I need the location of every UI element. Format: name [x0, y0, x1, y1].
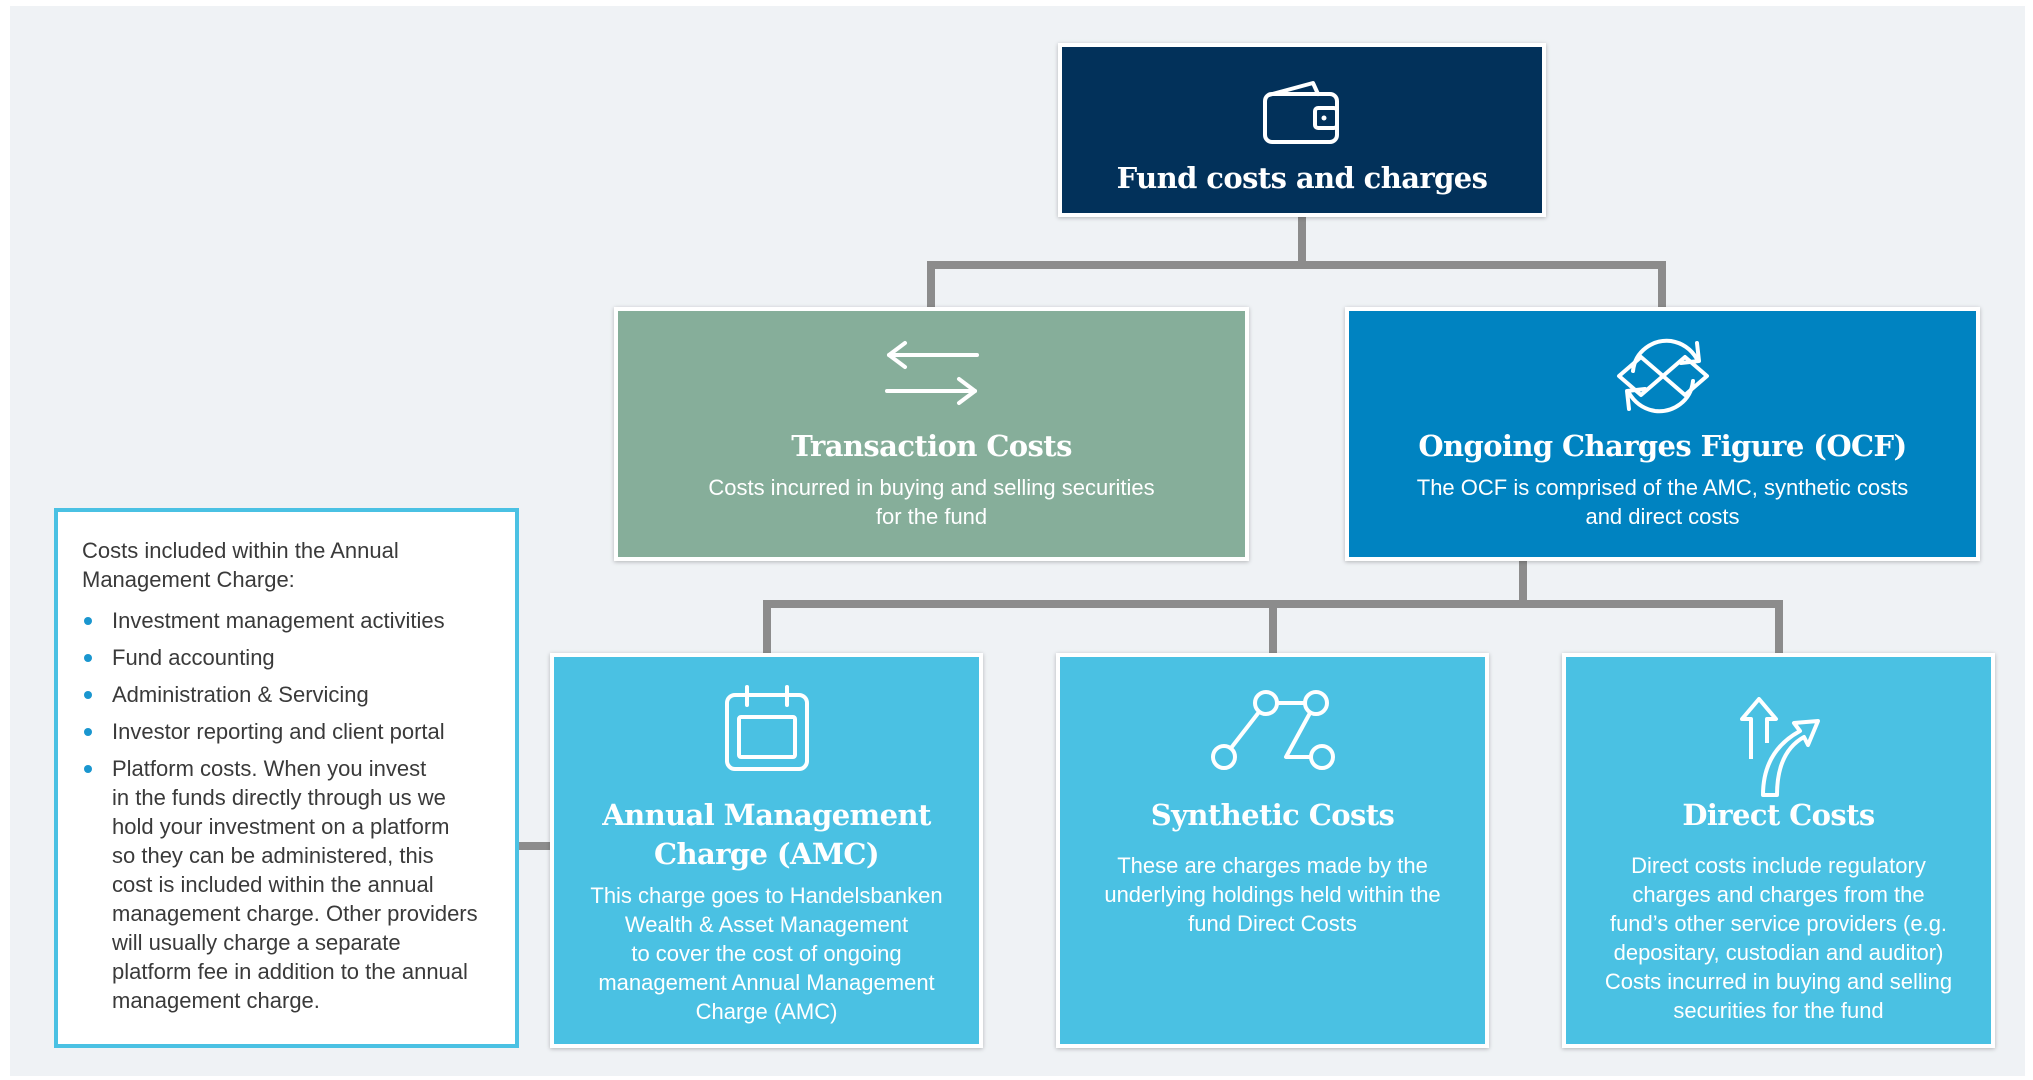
ocf-node: Ongoing Charges Figure (OCF) The OCF is … [1345, 307, 1980, 561]
list-item-line: Investor reporting and client portal [112, 719, 445, 744]
synthetic-costs-description: These are charges made by the underlying… [1080, 851, 1465, 938]
description-line: depositary, custodian and auditor) [1613, 940, 1944, 965]
list-item-line: hold your investment on a platform [112, 814, 450, 839]
description-line: for the fund [875, 504, 988, 529]
bullet-icon [84, 728, 92, 736]
amc-node: Annual Management Charge (AMC) This char… [550, 653, 983, 1048]
direct-costs-description: Direct costs include regulatory charges … [1586, 851, 1971, 1025]
route-nodes-icon [1210, 690, 1335, 770]
amc-title: Annual Management Charge (AMC) [554, 796, 979, 874]
list-item: Investment management activities [82, 606, 495, 635]
transaction-costs-description: Costs incurred in buying and selling sec… [638, 473, 1225, 531]
bullet-icon [84, 765, 92, 773]
transaction-costs-node: Transaction Costs Costs incurred in buyi… [614, 307, 1249, 561]
description-line: Direct costs include regulatory [1631, 853, 1926, 878]
description-line: management Annual Management [598, 970, 935, 995]
wallet-icon [1263, 81, 1339, 144]
description-line: and direct costs [1585, 504, 1740, 529]
description-line: to cover the cost of ongoing [631, 941, 902, 966]
amc-description: This charge goes to Handelsbanken Wealth… [574, 881, 959, 1026]
note-intro-line: Management Charge: [82, 567, 295, 592]
ocf-description: The OCF is comprised of the AMC, synthet… [1369, 473, 1956, 531]
description-line: fund’s other service providers (e.g. [1609, 911, 1948, 936]
bullet-icon [84, 691, 92, 699]
description-line: securities for the fund [1673, 998, 1884, 1023]
synthetic-costs-title: Synthetic Costs [1150, 798, 1395, 832]
description-line: charges and charges from the [1632, 882, 1925, 907]
description-line: Costs incurred in buying and selling sec… [708, 475, 1155, 500]
note-intro-line: Costs included within the Annual [82, 538, 399, 563]
fund-costs-title: Fund costs and charges [1116, 161, 1488, 195]
bullet-icon [84, 654, 92, 662]
fund-costs-node: Fund costs and charges [1058, 43, 1546, 217]
list-item-line: Administration & Servicing [112, 682, 369, 707]
note-list: Investment management activities Fund ac… [82, 606, 495, 1015]
description-line: Costs incurred in buying and selling [1604, 969, 1953, 994]
description-line: Charge (AMC) [695, 999, 838, 1024]
bullet-icon [84, 617, 92, 625]
split-arrows-icon [1739, 697, 1820, 797]
title-line: Charge (AMC) [654, 837, 880, 871]
list-item: Investor reporting and client portal [82, 717, 495, 746]
amc-inclusions-note: Costs included within the Annual Managem… [54, 508, 519, 1048]
list-item-line: will usually charge a separate [112, 930, 401, 955]
description-line: These are charges made by the [1117, 853, 1428, 878]
description-line: underlying holdings held within the [1104, 882, 1441, 907]
description-line: This charge goes to Handelsbanken [590, 883, 943, 908]
calendar-icon [724, 685, 809, 771]
list-item: Fund accounting [82, 643, 495, 672]
list-item-line: Platform costs. When you invest [112, 756, 427, 781]
synthetic-costs-node: Synthetic Costs These are charges made b… [1056, 653, 1489, 1048]
transaction-costs-title: Transaction Costs [791, 429, 1072, 463]
exchange-arrows-icon [884, 341, 979, 405]
direct-costs-node: Direct Costs Direct costs include regula… [1562, 653, 1995, 1048]
list-item-line: Fund accounting [112, 645, 275, 670]
list-item-line: management charge. Other providers [112, 901, 478, 926]
list-item: Administration & Servicing [82, 680, 495, 709]
list-item-line: platform fee in addition to the annual [112, 959, 468, 984]
description-line: The OCF is comprised of the AMC, synthet… [1416, 475, 1909, 500]
list-item-line: so they can be administered, this [112, 843, 434, 868]
list-item-line: management charge. [112, 988, 320, 1013]
refresh-cycle-icon [1616, 338, 1709, 414]
list-item: Platform costs. When you invest in the f… [82, 754, 495, 1015]
note-intro: Costs included within the Annual Managem… [82, 536, 495, 594]
list-item-line: Investment management activities [112, 608, 445, 633]
list-item-line: in the funds directly through us we [112, 785, 446, 810]
ocf-title: Ongoing Charges Figure (OCF) [1418, 429, 1907, 463]
title-line: Annual Management [602, 798, 931, 832]
list-item-line: cost is included within the annual [112, 872, 434, 897]
description-line: Wealth & Asset Management [624, 912, 909, 937]
description-line: fund Direct Costs [1188, 911, 1357, 936]
direct-costs-title: Direct Costs [1682, 798, 1875, 832]
